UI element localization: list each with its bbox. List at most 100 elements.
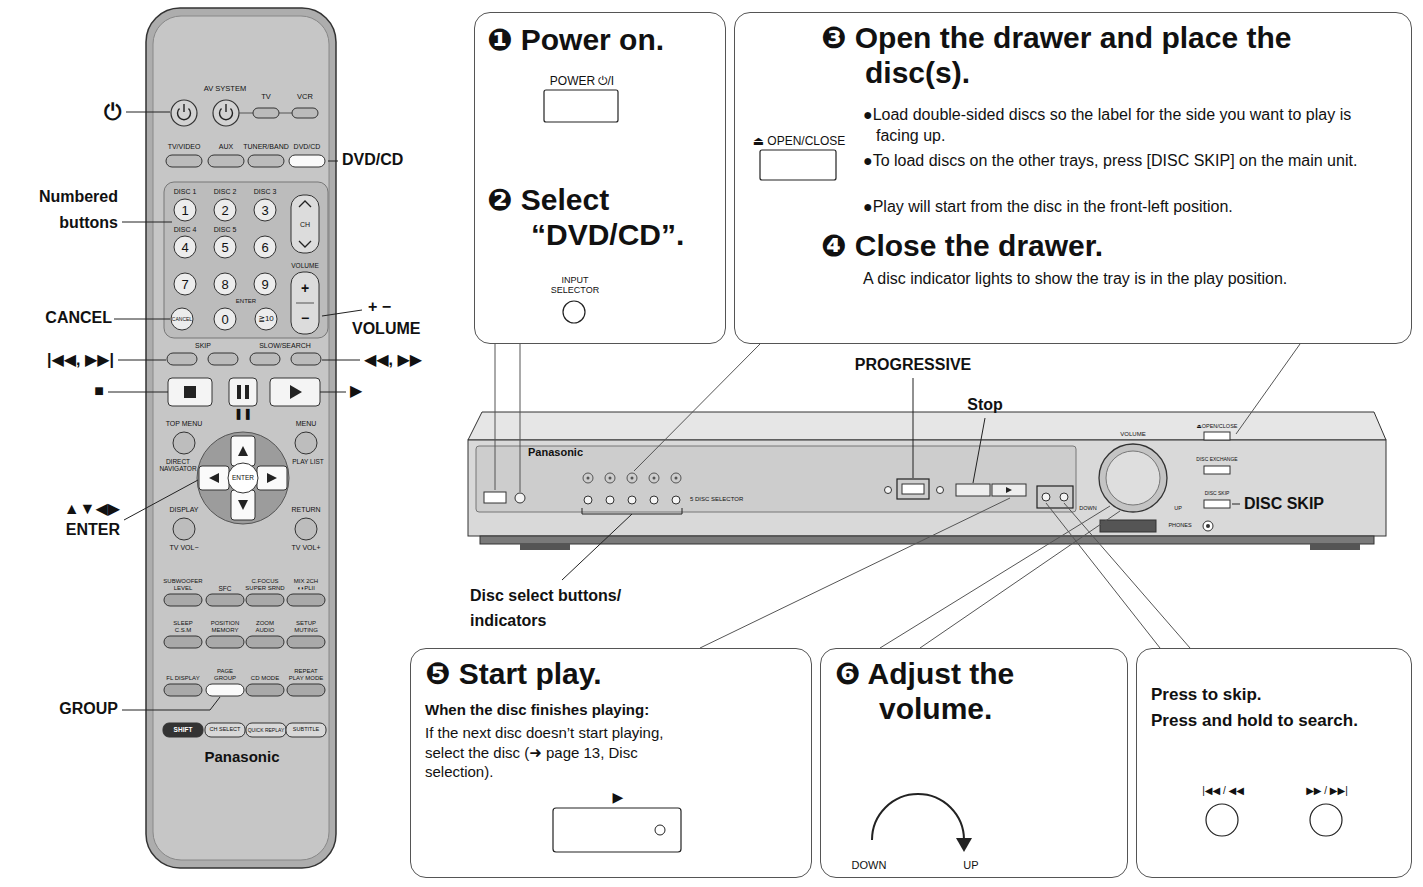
button-caption: SFC — [219, 585, 232, 592]
phones-jack — [1203, 521, 1213, 531]
button-caption: PLAY LIST — [290, 458, 326, 465]
keypad-panel — [164, 182, 328, 338]
round-button — [171, 308, 193, 330]
power-switch — [484, 492, 506, 503]
callout-label: ENTER — [66, 521, 120, 539]
power-icon — [183, 104, 184, 112]
leader-line — [122, 697, 220, 710]
round-button — [173, 518, 195, 540]
leader-line — [495, 344, 496, 490]
callout-label: VOLUME — [352, 320, 420, 338]
pill-button — [208, 353, 238, 365]
callout-label: Disc select buttons/ indicators — [470, 584, 670, 634]
button-digit: 3 — [261, 204, 268, 217]
leader-line — [124, 480, 198, 520]
step-heading: ❻ Adjust the volume. — [835, 657, 1105, 726]
unit-marking: PHONES — [1168, 523, 1191, 529]
volume-knob — [1099, 444, 1167, 512]
round-button — [214, 308, 236, 330]
disc-icon — [583, 473, 593, 483]
brand-logo: Panasonic — [528, 446, 583, 459]
leader-line — [880, 506, 1110, 648]
disc-icon — [675, 477, 678, 480]
round-button — [214, 273, 236, 295]
leader-line — [700, 498, 1010, 648]
leader-line — [1232, 504, 1240, 505]
button-symbol: − — [301, 311, 309, 325]
leader-line — [114, 319, 170, 320]
front-band — [476, 446, 1076, 512]
button-caption: SUBWOOFER LEVEL — [161, 578, 205, 591]
disc-icon — [587, 477, 590, 480]
disc-select-button — [606, 496, 614, 504]
pill-button — [164, 684, 202, 696]
disc-icon — [627, 473, 637, 483]
pill-button — [287, 684, 325, 696]
callout-box: ❻ Adjust the volume.DOWNUP — [820, 648, 1128, 878]
button-caption: DISC 2 — [214, 188, 237, 196]
body-text: If the next disc doesn’t start playing, … — [425, 723, 675, 782]
callout-label: ◀◀, ▶▶ — [364, 351, 422, 369]
callout-label: PROGRESSIVE — [855, 356, 971, 374]
nav-button — [231, 436, 255, 466]
pill-button — [286, 723, 326, 737]
leader-line — [913, 378, 914, 478]
unit-marking: DISC SKIP — [1205, 491, 1230, 497]
step-heading: ❶ Power on. — [487, 23, 664, 58]
skip-button-art — [1206, 804, 1238, 836]
callout-box: ⏏ OPEN/CLOSE❸ Open the drawer and place … — [734, 12, 1412, 344]
pause-icon — [245, 385, 249, 399]
button-digit: 9 — [261, 278, 268, 291]
callout-label: CANCEL — [45, 309, 112, 327]
remote-body — [146, 8, 336, 868]
pill-button — [250, 353, 280, 365]
callout-label: ❚❚ — [234, 407, 252, 420]
button-caption: FL DISPLAY — [166, 675, 199, 682]
button-caption: CD MODE — [251, 675, 279, 682]
pill-button — [289, 155, 325, 167]
chevron — [299, 241, 311, 247]
leader-line — [108, 392, 168, 393]
button-caption: INPUT SELECTOR — [540, 275, 610, 296]
callout-box: ❺ Start play.When the disc finishes play… — [410, 648, 812, 878]
round-button — [173, 432, 195, 454]
remote-face — [153, 16, 329, 860]
nav-button — [257, 466, 287, 490]
brand-logo: Panasonic — [204, 748, 279, 765]
play-icon — [290, 385, 302, 399]
button-digit: 7 — [181, 278, 188, 291]
nav-arrow — [267, 473, 277, 483]
round-button — [295, 518, 317, 540]
button-caption: SKIP — [195, 342, 211, 350]
disc-select-button — [584, 496, 592, 504]
disc-select-button — [672, 496, 680, 504]
callout-label: DVD/CD — [342, 151, 403, 169]
volume-knob — [1106, 451, 1160, 505]
button-caption: ▶▶ / ▶▶| — [1306, 785, 1348, 797]
button-caption: POWER ⏻/I — [550, 75, 614, 89]
callout-label: ■ — [94, 382, 104, 400]
disc-icon — [649, 473, 659, 483]
button-digit: 1 — [181, 204, 188, 217]
unit-marking: DOWN — [1079, 505, 1096, 511]
button-caption: SHIFT — [174, 727, 193, 734]
button-caption: DISC 4 — [174, 226, 197, 234]
power-icon — [225, 104, 226, 112]
button-caption: CH SELECT — [210, 727, 241, 733]
leader-line — [126, 112, 170, 113]
leader-line — [118, 360, 166, 361]
button-digit: 0 — [221, 313, 228, 326]
unit-foot — [520, 544, 570, 550]
callout-box: Press to skip.Press and hold to search.|… — [1136, 648, 1412, 878]
bullet-text: ●Play will start from the disc in the fr… — [863, 197, 1393, 218]
button-caption: DISPLAY — [169, 506, 198, 514]
round-button — [174, 273, 196, 295]
callout-label: ⏻ — [104, 101, 121, 123]
button-caption: |◀◀ / ◀◀ — [1202, 785, 1244, 797]
button-caption: AUX — [219, 143, 233, 151]
pill-button — [246, 636, 284, 648]
button-caption: DISC 1 — [174, 188, 197, 196]
pill-button — [253, 108, 279, 118]
disc-select-button — [628, 496, 636, 504]
pill-button — [206, 594, 244, 606]
